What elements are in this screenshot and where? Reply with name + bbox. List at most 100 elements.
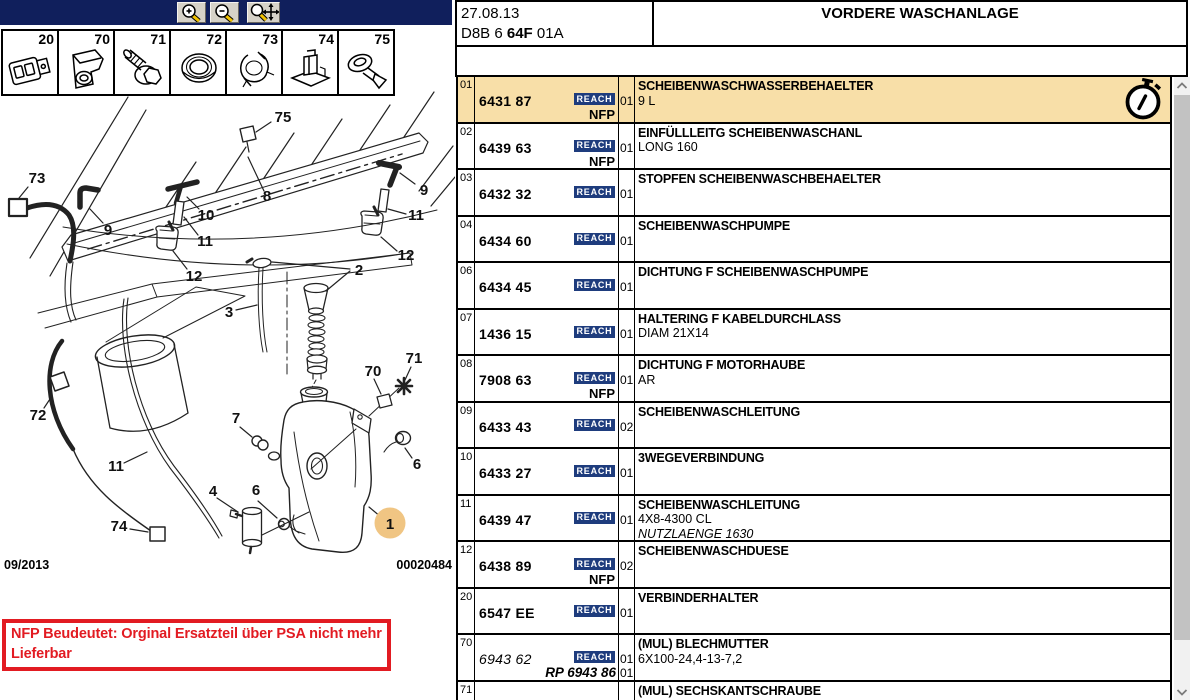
quantity-cell: 01: [619, 588, 635, 633]
thumbnail-74[interactable]: 74: [281, 29, 339, 96]
reach-button[interactable]: REACH: [573, 93, 615, 105]
part-description: HALTERING F KABELDURCHLASS: [638, 311, 841, 326]
table-row[interactable]: 01 6431 87 REACH NFP 01 SCHEIBENWASCHWAS…: [458, 77, 1172, 124]
header-meta: 27.08.13 D8B 6 64F 01A: [457, 2, 654, 45]
zoom-out-button[interactable]: [210, 2, 239, 23]
table-row[interactable]: 03 6432 32 REACH 01 STOPFEN SCHEIBENWASC…: [458, 170, 1172, 217]
part-cell: 6434 60 REACH: [475, 216, 619, 261]
reach-button[interactable]: REACH: [573, 372, 615, 384]
part-description: SCHEIBENWASCHLEITUNG: [638, 404, 800, 419]
row-position: 12: [458, 542, 475, 587]
reach-button[interactable]: REACH: [573, 232, 615, 245]
part-info-2: NUTZLAENGE 1630: [638, 526, 754, 541]
part-cell: 6547 EE REACH: [475, 588, 619, 633]
table-row[interactable]: 08 7908 63 REACH NFP 01 DICHTUNG F MOTOR…: [458, 356, 1172, 403]
table-row[interactable]: 09 6433 43 REACH 02 SCHEIBENWASCHLEITUNG: [458, 402, 1172, 449]
quantity: 02: [620, 559, 634, 573]
page-title: VORDERE WASCHANLAGE: [821, 5, 1019, 22]
quantity: 01: [620, 373, 634, 387]
quantity-cell: 01: [619, 356, 635, 401]
part-number: 6433 43: [479, 418, 532, 435]
table-row[interactable]: 04 6434 60 REACH 01 SCHEIBENWASCHPUMPE: [458, 216, 1172, 263]
nfp-flag: NFP: [589, 107, 615, 122]
reach-button[interactable]: REACH: [573, 465, 615, 477]
row-position: 06: [458, 263, 475, 308]
quantity-cell: [619, 681, 635, 700]
row-position: 10: [458, 449, 475, 494]
reach-button[interactable]: REACH: [573, 558, 615, 570]
table-row[interactable]: 70 6943 62 REACH RP 6943 86 01 01 (MUL) …: [458, 635, 1172, 682]
scrollbar-thumb[interactable]: [1174, 95, 1190, 640]
description-cell: DICHTUNG F SCHEIBENWASCHPUMPE: [635, 263, 1170, 308]
quantity-cell: 01: [619, 170, 635, 215]
thumbnail-label: 75: [374, 31, 390, 47]
scrollbar-down-button[interactable]: [1174, 683, 1190, 700]
thumbnail-20[interactable]: 20: [1, 29, 59, 96]
thumbnail-70[interactable]: 70: [57, 29, 115, 96]
part-description: SCHEIBENWASCHDUESE: [638, 544, 789, 558]
quantity-2: 01: [620, 666, 634, 680]
thumbnail-75[interactable]: 75: [337, 29, 395, 96]
zoom-pan-button[interactable]: [247, 2, 280, 23]
thumbnail-72[interactable]: 72: [169, 29, 227, 96]
connector-sketch-icon: [8, 56, 51, 86]
chevron-down-icon: [1176, 688, 1188, 696]
table-row[interactable]: 02 6439 63 REACH NFP 01 EINFÜLLLEITG SCH…: [458, 123, 1172, 170]
diagram-label: 6: [413, 456, 421, 473]
row-position: 02: [458, 123, 475, 168]
reach-button[interactable]: REACH: [573, 325, 615, 338]
description-cell: EINFÜLLLEITG SCHEIBENWASCHANL LONG 160: [635, 124, 1170, 169]
part-number: 6943 62: [479, 651, 532, 667]
part-number: 6431 87: [479, 93, 532, 109]
diagram-label: 9: [420, 182, 428, 199]
part-cell: 6434 45 REACH: [475, 263, 619, 308]
reach-button[interactable]: REACH: [573, 604, 615, 617]
bracket-clip-sketch-icon: [290, 49, 331, 87]
grommet-sketch-icon: [181, 53, 217, 83]
quantity-cell: 02: [619, 542, 635, 587]
part-description: DICHTUNG F SCHEIBENWASCHPUMPE: [638, 265, 869, 279]
table-row[interactable]: 07 1436 15 REACH 01 HALTERING F KABELDUR…: [458, 309, 1172, 356]
table-row[interactable]: 20 6547 EE REACH 01 VERBINDERHALTER: [458, 588, 1172, 635]
diagram-label: 71: [406, 350, 423, 367]
part-cell: 1436 15 REACH: [475, 309, 619, 354]
description-cell: (MUL) BLECHMUTTER 6X100-24,4-13-7,2: [635, 635, 1170, 680]
reach-button[interactable]: REACH: [573, 139, 615, 152]
reach-button[interactable]: REACH: [573, 279, 615, 291]
quantity: 01: [620, 605, 634, 620]
table-row[interactable]: 12 6438 89 REACH NFP 02 SCHEIBENWASCHDUE…: [458, 542, 1172, 589]
nfp-flag: NFP: [589, 572, 615, 587]
description-cell: 3WEGEVERBINDUNG: [635, 449, 1170, 494]
table-row[interactable]: 10 6433 27 REACH 01 3WEGEVERBINDUNG: [458, 449, 1172, 496]
clip-nut-sketch-icon: [72, 49, 104, 89]
reach-button[interactable]: REACH: [573, 418, 615, 431]
reach-button[interactable]: REACH: [573, 186, 615, 198]
part-description: STOPFEN SCHEIBENWASCHBEHAELTER: [638, 172, 881, 186]
table-row[interactable]: 11 6439 47 REACH 01 SCHEIBENWASCHLEITUNG…: [458, 495, 1172, 542]
thumbnail-label: 71: [150, 31, 166, 47]
row-position: 71: [458, 681, 475, 700]
thumbnail-71[interactable]: 71: [113, 29, 171, 96]
quantity-cell: 01: [619, 495, 635, 540]
stopwatch-icon: [1125, 78, 1162, 120]
zoom-in-button[interactable]: [177, 2, 206, 23]
reach-button[interactable]: REACH: [573, 651, 615, 663]
quantity: 01: [620, 326, 634, 341]
scrollbar-up-button[interactable]: [1174, 77, 1190, 94]
rivet-sketch-icon: [347, 53, 388, 90]
table-row[interactable]: 71 (MUL) SECHSKANTSCHRAUBE: [458, 681, 1172, 700]
reach-button[interactable]: REACH: [573, 511, 615, 524]
row-position: 20: [458, 588, 475, 633]
diagram-label: 7: [232, 410, 240, 427]
part-description: 3WEGEVERBINDUNG: [638, 451, 765, 465]
part-number: 7908 63: [479, 372, 532, 388]
row-position: 03: [458, 170, 475, 215]
part-cell: 6432 32 REACH: [475, 170, 619, 215]
header-code: D8B 6: [461, 25, 507, 42]
table-row[interactable]: 06 6434 45 REACH 01 DICHTUNG F SCHEIBENW…: [458, 263, 1172, 310]
diagram-label: 6: [252, 482, 260, 499]
diagram-label: 12: [186, 268, 203, 285]
diagram-label: 74: [111, 518, 128, 535]
page-header: 27.08.13 D8B 6 64F 01A VORDERE WASCHANLA…: [455, 0, 1188, 47]
